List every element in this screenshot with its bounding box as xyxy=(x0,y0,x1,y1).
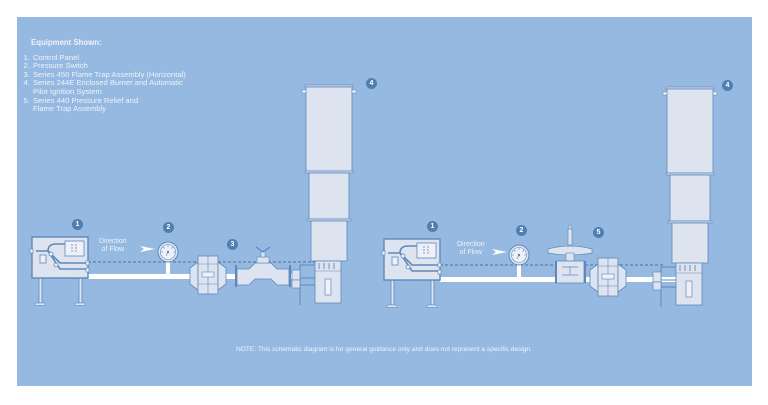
legend-item-pressure-relief-440: Series 440 Pressure Relief and Flame Tra… xyxy=(32,96,153,114)
badge-pressure-relief-right: 5 xyxy=(593,227,604,238)
equipment-legend: Equipment Shown: Control Panel Pressure … xyxy=(21,38,193,114)
legend-title: Equipment Shown: xyxy=(31,38,102,47)
badge-burner-left: 4 xyxy=(366,78,377,89)
left-schematic xyxy=(29,84,357,307)
badge-control-panel-right: 1 xyxy=(427,221,438,232)
badge-flame-trap-left: 3 xyxy=(227,239,238,250)
legend-item-flame-trap-450: Series 450 Flame Trap Assembly (Horizont… xyxy=(32,70,193,80)
badge-pressure-switch-left: 2 xyxy=(163,222,174,233)
diagram-panel xyxy=(17,17,752,386)
legend-item-pressure-switch: Pressure Switch xyxy=(32,62,193,71)
legend-item-enclosed-burner: Series 244E Enclosed Burner and Automati… xyxy=(32,79,193,96)
right-schematic xyxy=(381,86,718,309)
disclaimer-note: NOTE: This schematic diagram is for gene… xyxy=(235,346,533,353)
badge-pressure-switch-right: 2 xyxy=(516,225,527,236)
legend-item-control-panel: Control Panel xyxy=(32,53,193,63)
flow-direction-label-right: Direction of Flow xyxy=(457,241,485,256)
badge-control-panel-left: 1 xyxy=(72,219,83,230)
badge-burner-right: 4 xyxy=(722,80,733,91)
flow-direction-label-left: Direction of Flow xyxy=(99,238,127,253)
